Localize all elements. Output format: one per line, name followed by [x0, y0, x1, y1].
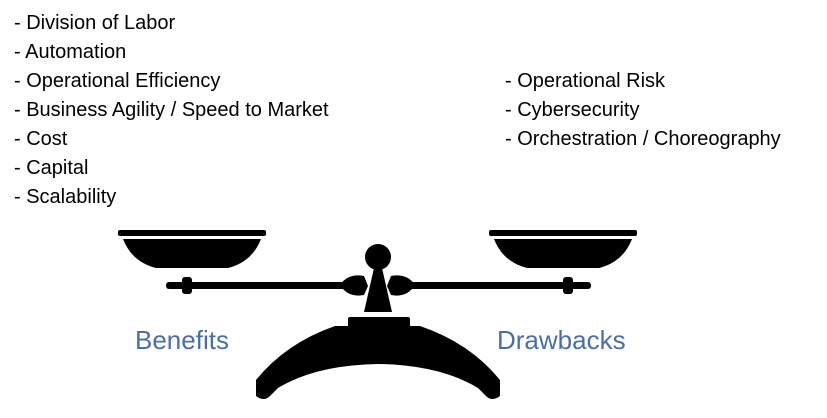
scale-base — [256, 326, 500, 399]
right-beam-knob — [563, 277, 573, 294]
list-item: - Operational Efficiency — [14, 70, 221, 92]
scale-top-knob — [365, 244, 391, 270]
scale-beam-right — [405, 282, 591, 289]
scale-beam-left — [166, 282, 350, 289]
left-pan-rim — [118, 230, 266, 236]
left-beam-knob — [182, 277, 192, 294]
right-pivot-arm — [387, 275, 415, 296]
list-item: - Capital — [14, 157, 89, 179]
list-item: - Division of Labor — [14, 12, 176, 34]
scale-center-post — [364, 268, 392, 312]
right-pan-bowl — [494, 239, 632, 268]
right-pan-rim — [489, 230, 637, 236]
list-item: - Cost — [14, 128, 68, 150]
benefits-list: - Division of Labor - Automation - Opera… — [14, 9, 329, 212]
drawbacks-list: - Operational Risk - Cybersecurity - Orc… — [505, 67, 781, 154]
drawbacks-label: Drawbacks — [497, 325, 626, 355]
list-item: - Operational Risk — [505, 70, 666, 92]
list-item: - Cybersecurity — [505, 99, 640, 121]
left-pivot-arm — [340, 275, 368, 296]
list-item: - Business Agility / Speed to Market — [14, 99, 329, 121]
list-item: - Scalability — [14, 186, 117, 208]
benefits-label: Benefits — [135, 325, 229, 355]
list-item: - Automation — [14, 41, 127, 63]
list-item: - Orchestration / Choreography — [505, 128, 781, 150]
left-pan-bowl — [123, 239, 261, 268]
